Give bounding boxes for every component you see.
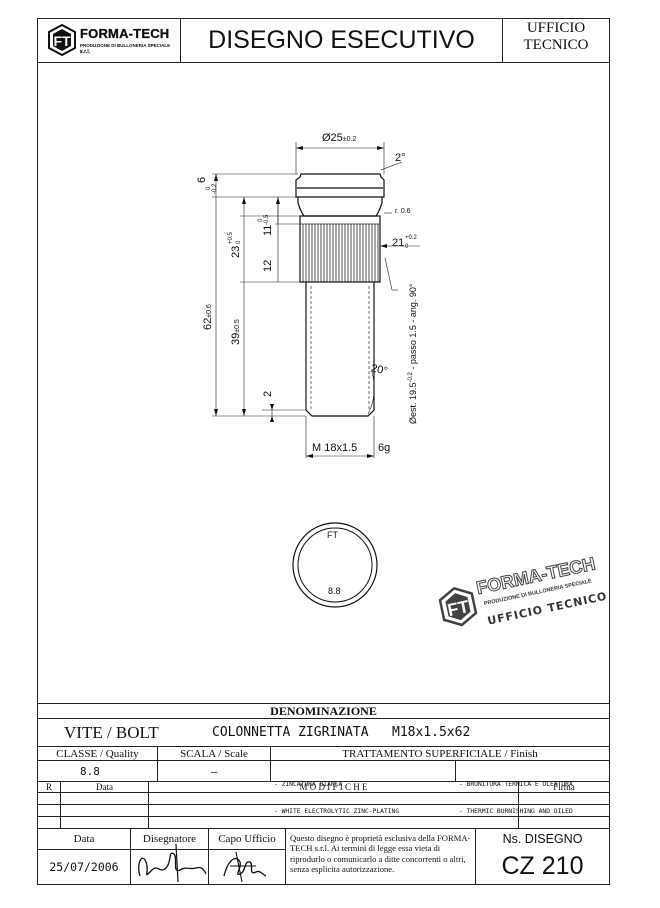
chief-signature [223, 851, 267, 883]
drawing-title: DISEGNO ESECUTIVO [208, 26, 475, 54]
dim-knurl-spec: Øest. 19.5-0.2 - passo 1.5 - ang. 90° [408, 283, 418, 424]
dimension-lines [212, 142, 420, 458]
svg-text:FT: FT [446, 596, 471, 620]
dim-twelve: 12 [262, 259, 274, 272]
chief-label: Capo Ufficio [218, 833, 276, 845]
finish-item-1: - ZINCATURA BIANCA [274, 781, 343, 788]
finish-list-right: - BRUNITURA TERMICA E OLEATURA - THERMIC… [459, 762, 573, 834]
stamp-office: UFFICIO TECNICO [486, 589, 609, 628]
drawing-number: CZ 210 [501, 851, 584, 880]
dim-knurl-diameter-tol-lower: 0 [405, 244, 409, 250]
svg-text:FT: FT [53, 33, 71, 49]
part-name: VITE / BOLT [64, 722, 159, 742]
office-label-line2: TECNICO [523, 37, 589, 53]
office-label: UFFICIO TECNICO [503, 20, 609, 62]
company-logo-suffix: s.r.l. [80, 49, 91, 55]
knurl-pattern [300, 223, 380, 282]
modifiche-label: M O D I F I C H E [299, 782, 368, 792]
company-logo-icon: FT [48, 24, 76, 56]
dim-knurl-length: 11 [262, 224, 274, 236]
stamp-logo-icon: FT [438, 586, 478, 627]
part-description: COLONNETTA ZIGRINATA M18x1.5x62 [212, 725, 471, 740]
finish-item-2: - WHITE ELECTROLYTIC ZINC-PLATING [274, 808, 400, 815]
company-stamp: FT FORMA-TECH PRODUZIONE DI BULLONERIA S… [431, 538, 616, 661]
dim-shoulder-tol-lower: 0 [236, 240, 242, 244]
company-logo: FT FORMA-TECH s.r.l. PRODUZIONE DI BULLO… [46, 24, 174, 58]
thread-class: 6g [378, 442, 391, 454]
dim-shoulder-tol-upper: +0.5 [228, 232, 234, 244]
dim-chamfer-angle: 2° [395, 152, 406, 164]
trattamento-label: TRATTAMENTO SUPERFICIALE / Finish [342, 747, 538, 760]
dim-head-height-tol-lower: -0.2 [212, 183, 218, 194]
company-logo-name: FORMA-TECH [80, 26, 170, 41]
ownership-notice: Questo disegno è proprietà esclusiva del… [290, 833, 471, 874]
date-label: Data [73, 833, 95, 845]
bolt-neck-outline [297, 197, 383, 217]
dim-two: 2 [262, 390, 274, 397]
dim-knurl-tol-lower: -0.5 [264, 214, 270, 225]
finish-item-3: - BRUNITURA TERMICA E OLEATURA [459, 781, 573, 788]
finish-list-left: - ZINCATURA BIANCA - WHITE ELECTROLYTIC … [274, 762, 399, 834]
bolt-end-view [292, 522, 378, 608]
finish-item-4: - THERMIC BURNISHING AND OILED [459, 808, 573, 815]
knurl-outline [299, 215, 381, 283]
dim-shoulder: 23 [230, 245, 242, 258]
bolt-head-outline [295, 173, 385, 198]
designer-signature [138, 843, 207, 883]
rev-label: R [45, 782, 52, 792]
end-view-mark-bottom: 8.8 [328, 586, 341, 596]
dim-total-length: 62±0.6 [202, 304, 214, 330]
thread-shank-outline [305, 282, 375, 417]
date-value: 25/07/2006 [49, 860, 119, 874]
dim-knurl-diameter-tol-upper: +0.2 [405, 235, 417, 241]
designer-label: Disegnatore [142, 833, 197, 845]
thread-label: M 18x1.5 [312, 442, 358, 454]
office-label-line1: UFFICIO [526, 20, 586, 36]
classe-value: 8.8 [80, 764, 100, 778]
dim-thread-length: 39±0.5 [230, 319, 242, 345]
dim-knurl-diameter: 21 [392, 237, 405, 249]
denominazione-label: DENOMINAZIONE [270, 703, 377, 718]
dim-radius: r. 0.6 [395, 208, 411, 215]
company-logo-tagline: PRODUZIONE DI BULLONERIA SPECIALE [80, 43, 171, 48]
dim-head-diameter: Ø25±0.2 [322, 132, 357, 144]
drawing-number-label: Ns. DISEGNO [502, 832, 583, 846]
firma-label: Firma [553, 782, 575, 792]
dimension-arrows [214, 146, 387, 458]
scala-label: SCALA / Scale [180, 747, 248, 760]
end-view-mark-top: FT [327, 530, 338, 540]
bolt-drawing [212, 142, 420, 458]
classe-label: CLASSE / Quality [56, 747, 139, 760]
scala-value: – [210, 764, 218, 778]
rev-date-label: Data [96, 782, 113, 792]
